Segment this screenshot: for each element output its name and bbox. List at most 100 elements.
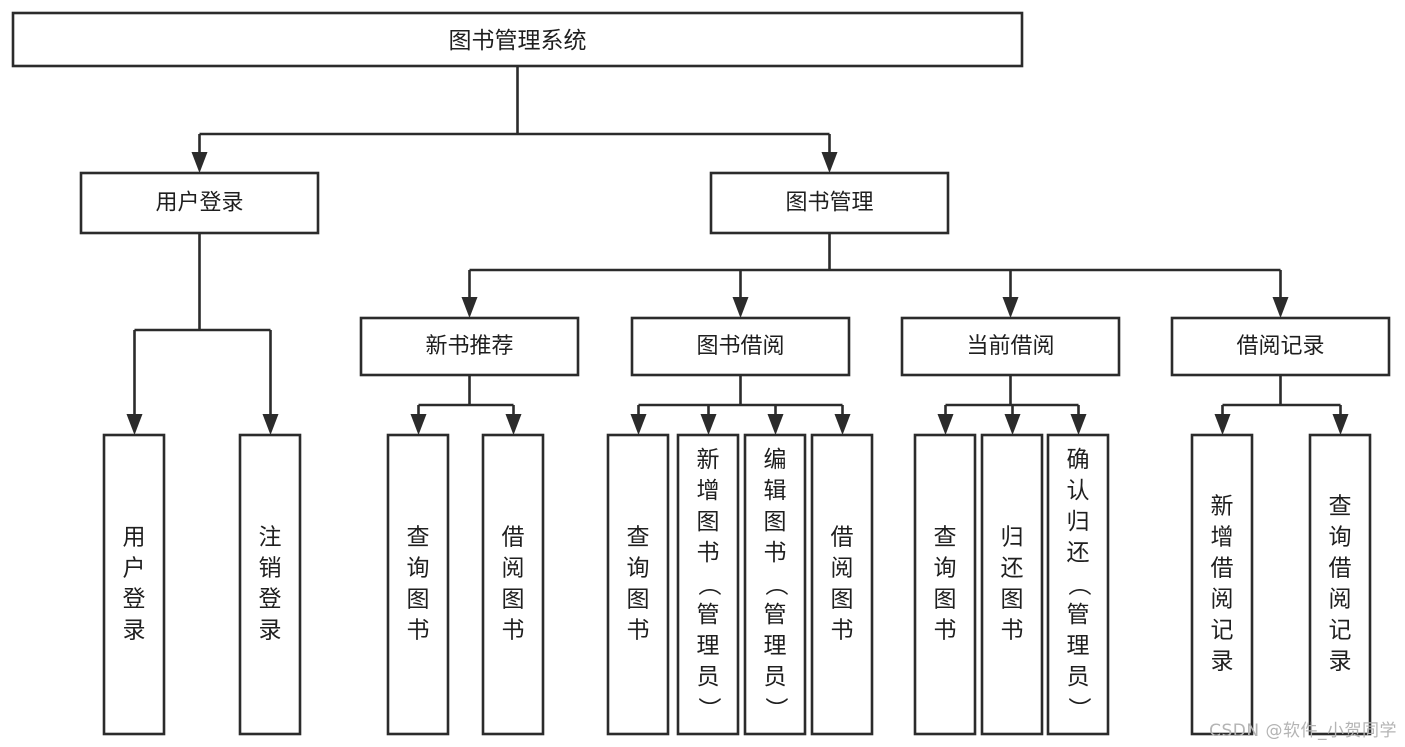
leaf-label-char: 图 — [627, 587, 650, 613]
arrow-head-new-book-recommend — [461, 297, 478, 318]
leaf-label-char: 书 — [764, 540, 787, 566]
leaf-label-char: 员 — [697, 664, 720, 690]
leaf-label-char: 用 — [123, 525, 146, 551]
leaf-label-char: 图 — [764, 509, 787, 535]
watermark-text: CSDN @软件_小贺同学 — [1209, 721, 1397, 741]
node-box[interactable] — [1190, 433, 1254, 736]
node-box[interactable] — [481, 433, 545, 736]
edge-book-borrow-to-leaves — [630, 375, 851, 435]
leaf-label-char: 图 — [934, 587, 957, 613]
leaf-label-char: 户 — [123, 556, 146, 582]
leaf-label-char: 书 — [934, 618, 957, 644]
leaf-label-char: 归 — [1001, 525, 1024, 551]
node-box[interactable] — [810, 433, 874, 736]
node-box[interactable] — [79, 171, 320, 235]
node-box[interactable] — [980, 433, 1044, 736]
leaf-label-char: 注 — [259, 525, 282, 551]
node-book-manage[interactable]: 图书管理 — [709, 171, 950, 235]
node-box[interactable] — [676, 433, 740, 736]
node-new-book-recommend[interactable]: 新书推荐 — [359, 316, 580, 377]
leaf-label-char: 管 — [1067, 602, 1090, 628]
node-box[interactable] — [900, 316, 1121, 377]
node-box[interactable] — [1308, 433, 1372, 736]
arrow-head-leaf-query-book-3 — [937, 414, 954, 435]
leaf-label-char: 增 — [697, 478, 720, 504]
leaf-label-char: 阅 — [831, 556, 854, 582]
arrow-head-current-borrow — [1002, 297, 1019, 318]
arrow-head-leaf-confirm-return — [1070, 414, 1087, 435]
node-box[interactable] — [238, 433, 302, 736]
arrow-head-borrow-record — [1272, 297, 1289, 318]
leaf-label-char: ） — [1066, 697, 1092, 720]
node-box[interactable] — [630, 316, 851, 377]
node-box[interactable] — [1170, 316, 1391, 377]
node-label: 用户登录 — [155, 191, 243, 216]
arrow-head-book-borrow — [732, 297, 749, 318]
leaf-label-char: 图 — [831, 587, 854, 613]
leaf-label-char: 借 — [831, 525, 854, 551]
leaf-label-char: 还 — [1067, 540, 1090, 566]
leaf-label-char: 书 — [407, 618, 430, 644]
leaf-label-char: 认 — [1067, 478, 1090, 504]
arrow-head-leaf-borrow-book-1 — [505, 414, 522, 435]
arrow-head-leaf-add-record — [1214, 414, 1231, 435]
leaf-label-char: 记 — [1211, 618, 1234, 644]
leaf-label-char: 书 — [502, 618, 525, 644]
leaf-label-char: 借 — [502, 525, 525, 551]
node-current-borrow[interactable]: 当前借阅 — [900, 316, 1121, 377]
node-box[interactable] — [913, 433, 977, 736]
node-box[interactable] — [102, 433, 166, 736]
arrow-head-leaf-user-login — [126, 414, 143, 435]
arrow-head-user-login — [191, 152, 208, 173]
node-box[interactable] — [386, 433, 450, 736]
node-borrow-record[interactable]: 借阅记录 — [1170, 316, 1391, 377]
arrow-head-leaf-borrow-book-2 — [834, 414, 851, 435]
leaf-node[interactable]: 用户登录 — [102, 433, 166, 736]
edge-user-login-to-leaves — [126, 233, 279, 435]
arrow-head-leaf-query-record — [1332, 414, 1349, 435]
leaf-label-char: （ — [1066, 573, 1092, 596]
node-label: 当前借阅 — [966, 334, 1054, 359]
node-user-login[interactable]: 用户登录 — [79, 171, 320, 235]
node-box[interactable] — [359, 316, 580, 377]
node-box[interactable] — [11, 11, 1024, 68]
arrow-head-leaf-logout — [262, 414, 279, 435]
node-box[interactable] — [709, 171, 950, 235]
leaf-label-char: 确 — [1067, 447, 1090, 473]
edge-book-manage-to-level3 — [461, 233, 1289, 318]
arrow-head-leaf-edit-book — [767, 414, 784, 435]
leaf-label-char: 查 — [1329, 494, 1352, 520]
node-box[interactable] — [606, 433, 670, 736]
leaf-label-char: 还 — [1001, 556, 1024, 582]
node-root-system[interactable]: 图书管理系统 — [11, 11, 1024, 68]
node-box[interactable] — [743, 433, 807, 736]
edge-current-borrow-to-leaves — [937, 375, 1087, 435]
leaf-label-char: 书 — [1001, 618, 1024, 644]
node-box[interactable] — [1046, 433, 1110, 736]
arrow-head-leaf-return-book — [1004, 414, 1021, 435]
leaf-label-char: 新 — [1211, 494, 1234, 520]
leaf-label-char: 辑 — [764, 478, 787, 504]
node-label: 借阅记录 — [1236, 334, 1324, 359]
node-label: 图书借阅 — [696, 334, 784, 359]
node-book-borrow[interactable]: 图书借阅 — [630, 316, 851, 377]
leaf-label-char: 查 — [407, 525, 430, 551]
leaf-label-char: 录 — [1211, 649, 1234, 675]
leaf-label-char: 借 — [1329, 556, 1352, 582]
leaf-label-char: 书 — [831, 618, 854, 644]
